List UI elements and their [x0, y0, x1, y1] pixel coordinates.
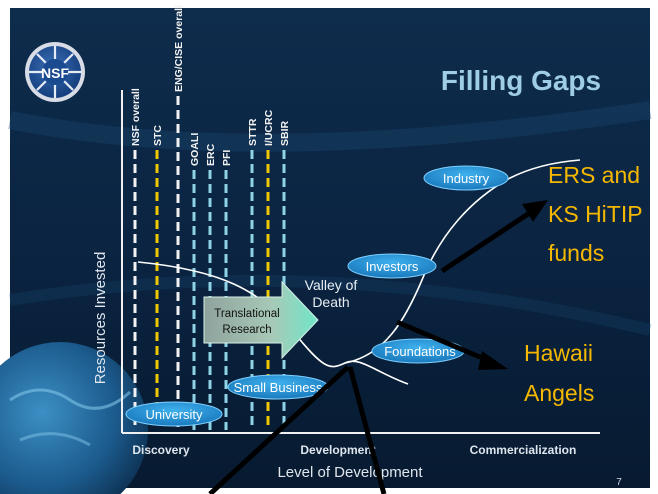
- program-label-4: ERC: [205, 143, 217, 166]
- university-label: University: [145, 407, 203, 422]
- hawaii-annotation: Hawaii Angels: [524, 340, 594, 406]
- resources-curve: [137, 261, 409, 385]
- pointer-line-right: [347, 366, 387, 494]
- arrow-foundations-to-hawaii: [396, 319, 508, 370]
- foundations-label: Foundations: [384, 344, 456, 359]
- industry-label: Industry: [443, 171, 490, 186]
- program-label-7: I/UCRC: [263, 109, 275, 146]
- program-label-0: NSF overall: [130, 88, 142, 146]
- curves: [137, 159, 581, 385]
- ers-annotation: ERS and KS HiTIP funds: [548, 162, 643, 266]
- globe-image: [0, 342, 148, 494]
- program-label-6: STTR: [247, 118, 259, 146]
- investors-oval: Investors: [347, 253, 437, 279]
- translational-label-1: Translational: [214, 308, 279, 320]
- program-label-2: ENG/CISE overall: [173, 5, 185, 92]
- hawaii-label-2: Angels: [524, 380, 594, 406]
- growth-curve: [344, 159, 581, 364]
- logo-text: NSF: [41, 65, 69, 81]
- foundations-oval: Foundations: [371, 338, 465, 364]
- university-oval: University: [125, 401, 223, 427]
- slide-title: Filling Gaps: [441, 65, 601, 96]
- arrow-investors-to-ers: [440, 200, 548, 274]
- valley-label-2: Death: [312, 294, 349, 310]
- x-axis-label: Level of Development: [277, 464, 423, 481]
- small-business-label: Small Business: [234, 380, 323, 395]
- program-label-8: SBIR: [279, 120, 291, 146]
- y-axis-label: Resources Invested: [92, 252, 109, 385]
- small-business-oval: Small Business: [227, 374, 329, 400]
- investors-label: Investors: [366, 259, 419, 274]
- ers-label-3: funds: [548, 240, 604, 266]
- hawaii-label-1: Hawaii: [524, 340, 593, 366]
- chart-axes: [121, 90, 600, 434]
- stage-discovery: Discovery: [132, 443, 190, 457]
- ers-label-2: KS HiTIP: [548, 201, 643, 227]
- pointer-line-left: [208, 365, 350, 494]
- valley-label-1: Valley of: [305, 277, 358, 293]
- stage-commercialization: Commercialization: [470, 443, 577, 457]
- translational-label-2: Research: [222, 324, 271, 336]
- nsf-logo: NSF: [25, 42, 85, 102]
- stage-development: Development: [300, 443, 375, 457]
- program-label-3: GOALI: [189, 133, 201, 166]
- annotation-arrows: [208, 200, 548, 494]
- ers-label-1: ERS and: [548, 162, 640, 188]
- industry-oval: Industry: [423, 165, 509, 191]
- translational-research-arrow: Translational Research: [203, 280, 319, 360]
- page-number: 7: [616, 477, 622, 488]
- program-label-1: STC: [152, 125, 164, 146]
- program-label-5: PFI: [221, 150, 233, 166]
